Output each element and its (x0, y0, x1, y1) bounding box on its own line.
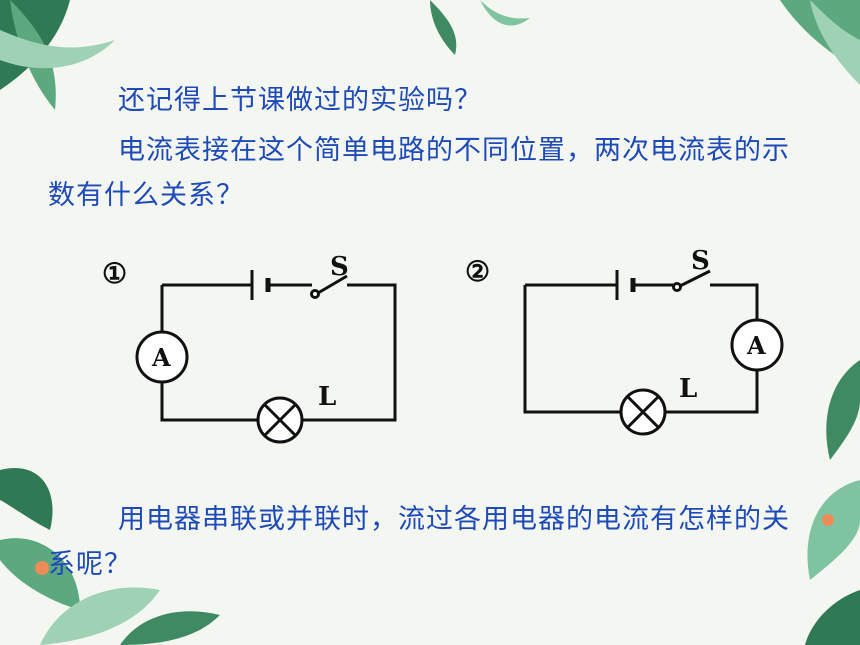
leaf-decoration-top-left (0, 0, 115, 110)
leaf-decoration-bottom-right (805, 360, 860, 645)
circuit-diagram-2: ② S A L (465, 246, 784, 436)
circuit-1-meter-label: A (151, 343, 171, 372)
circuit-1-index: ① (102, 257, 127, 290)
circuit-diagram-1: ① S A L (102, 252, 397, 444)
question-series-parallel-current: 用电器串联或并联时，流过各用电器的电流有怎样的关系呢？ (48, 504, 790, 580)
circuit-2-lamp-label: L (679, 374, 697, 404)
circuit-2-index: ② (465, 255, 490, 288)
leaf-decoration-bottom-left (0, 468, 220, 645)
circuit-2-switch-label: S (691, 246, 710, 276)
circuit-2-meter-label: A (746, 331, 766, 360)
question-review-experiment: 还记得上节课做过的实验吗？ (118, 85, 482, 116)
leaf-decoration-top-right (780, 0, 860, 85)
circuit-1-lamp-label: L (318, 382, 336, 412)
circuit-1-switch-label: S (330, 252, 349, 282)
leaf-decoration-top-center (430, 0, 530, 55)
question-ammeter-readings: 电流表接在这个简单电路的不同位置，两次电流表的示数有什么关系？ (48, 135, 790, 211)
